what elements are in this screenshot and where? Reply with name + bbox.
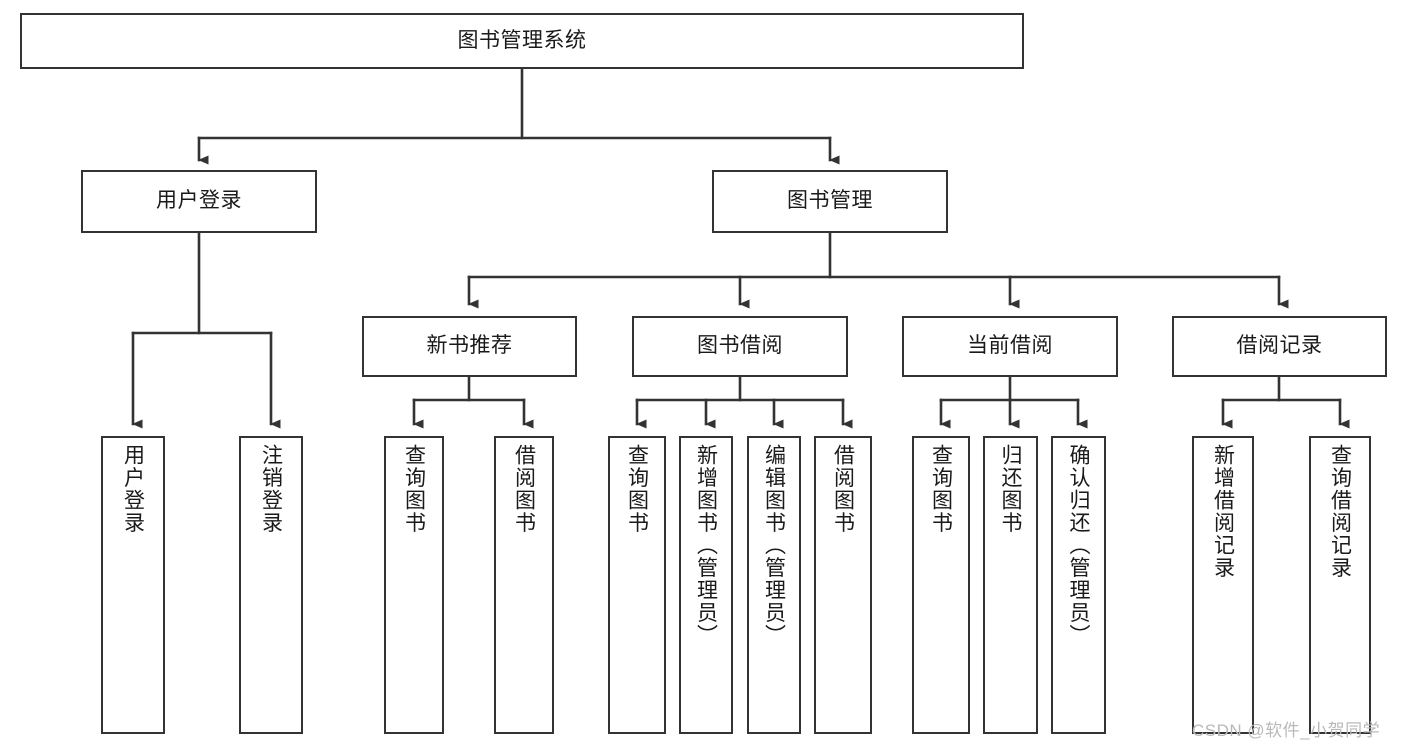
- node-book-management[interactable]: 图书管理: [712, 170, 948, 233]
- node-user-login[interactable]: 用户登录: [81, 170, 317, 233]
- leaf-user-login-login[interactable]: 用户登录: [101, 436, 165, 734]
- leaf-borrow-record-query[interactable]: 查询借阅记录: [1309, 436, 1371, 734]
- leaf-new-book-query[interactable]: 查询图书: [384, 436, 444, 734]
- node-label: 查询图书: [625, 444, 649, 534]
- node-book-borrow[interactable]: 图书借阅: [632, 316, 848, 377]
- leaf-current-borrow-return[interactable]: 归还图书: [983, 436, 1038, 734]
- leaf-current-borrow-confirm-return[interactable]: 确认归还（管理员）: [1051, 436, 1106, 734]
- node-label: 图书借阅: [697, 334, 783, 358]
- node-label: 查询借阅记录: [1328, 444, 1352, 579]
- leaf-new-book-borrow[interactable]: 借阅图书: [494, 436, 554, 734]
- leaf-current-borrow-query[interactable]: 查询图书: [912, 436, 970, 734]
- leaf-book-borrow-edit[interactable]: 编辑图书（管理员）: [747, 436, 801, 734]
- node-label: 借阅图书: [831, 444, 855, 534]
- node-label: 注销登录: [259, 444, 283, 534]
- leaf-user-login-logout[interactable]: 注销登录: [239, 436, 303, 734]
- csdn-watermark: CSDN @软件_小贺同学: [1192, 721, 1381, 740]
- leaf-borrow-record-add[interactable]: 新增借阅记录: [1192, 436, 1254, 734]
- leaf-book-borrow-borrow[interactable]: 借阅图书: [814, 436, 872, 734]
- leaf-book-borrow-add[interactable]: 新增图书（管理员）: [679, 436, 733, 734]
- node-label: 图书管理系统: [457, 28, 587, 52]
- node-label: 用户登录: [121, 444, 145, 534]
- node-new-book-recommend[interactable]: 新书推荐: [362, 316, 577, 377]
- node-label: 图书管理: [787, 189, 873, 213]
- node-current-borrow[interactable]: 当前借阅: [902, 316, 1118, 377]
- node-borrow-record[interactable]: 借阅记录: [1172, 316, 1387, 377]
- node-label: 归还图书: [999, 444, 1022, 534]
- node-label: 查询图书: [929, 444, 953, 534]
- node-label: 新增图书（管理员）: [694, 444, 718, 647]
- node-root-book-management-system[interactable]: 图书管理系统: [20, 13, 1024, 69]
- node-label: 借阅记录: [1236, 334, 1323, 358]
- node-label: 借阅图书: [512, 444, 536, 534]
- leaf-book-borrow-query[interactable]: 查询图书: [608, 436, 666, 734]
- node-label: 当前借阅: [967, 334, 1053, 358]
- node-label: 新书推荐: [426, 334, 513, 358]
- node-label: 编辑图书（管理员）: [762, 444, 786, 647]
- node-label: 查询图书: [402, 444, 426, 534]
- node-label: 用户登录: [156, 189, 242, 213]
- node-label: 新增借阅记录: [1211, 444, 1235, 579]
- node-label: 确认归还（管理员）: [1067, 444, 1090, 647]
